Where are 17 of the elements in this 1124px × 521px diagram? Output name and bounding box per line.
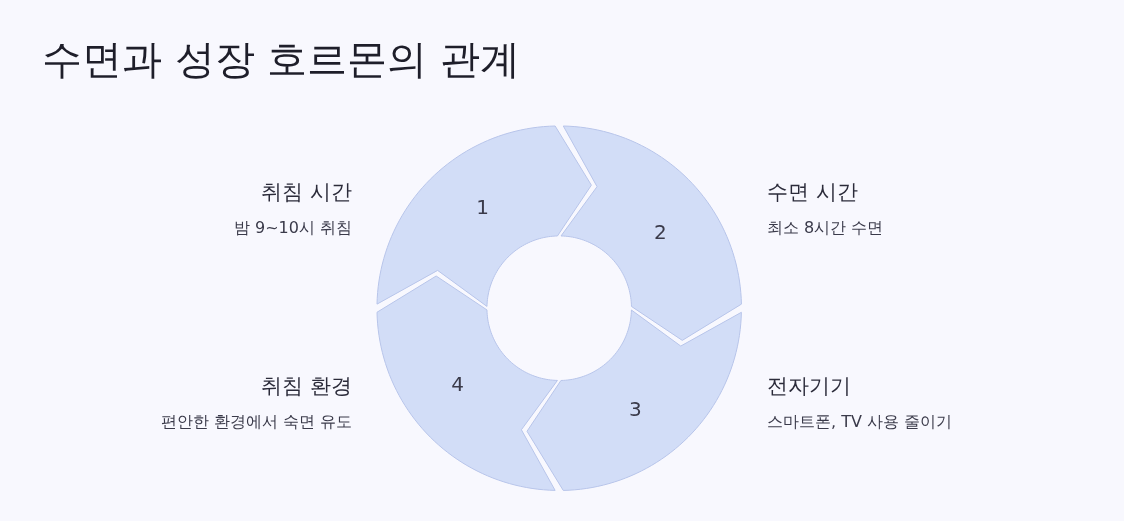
step-heading: 수면 시간 bbox=[767, 179, 858, 206]
step-heading: 취침 시간 bbox=[261, 179, 352, 206]
step-description: 스마트폰, TV 사용 줄이기 bbox=[767, 412, 953, 433]
ring-segment bbox=[377, 275, 558, 490]
step-description: 밤 9~10시 취침 bbox=[233, 218, 352, 239]
ring-segment bbox=[526, 309, 741, 490]
step-description: 편안한 환경에서 숙면 유도 bbox=[160, 412, 352, 433]
title: 수면과 성장 호르몬의 관계 bbox=[42, 35, 521, 84]
ring-segment bbox=[377, 126, 592, 307]
step-number: 1 bbox=[476, 194, 489, 219]
step-description: 최소 8시간 수면 bbox=[767, 218, 884, 239]
step-number: 2 bbox=[654, 219, 667, 244]
step-number: 3 bbox=[629, 397, 642, 422]
step-heading: 취침 환경 bbox=[261, 373, 352, 400]
ring-segment bbox=[560, 126, 741, 341]
step-number: 4 bbox=[451, 372, 464, 397]
step-heading: 전자기기 bbox=[767, 373, 851, 400]
